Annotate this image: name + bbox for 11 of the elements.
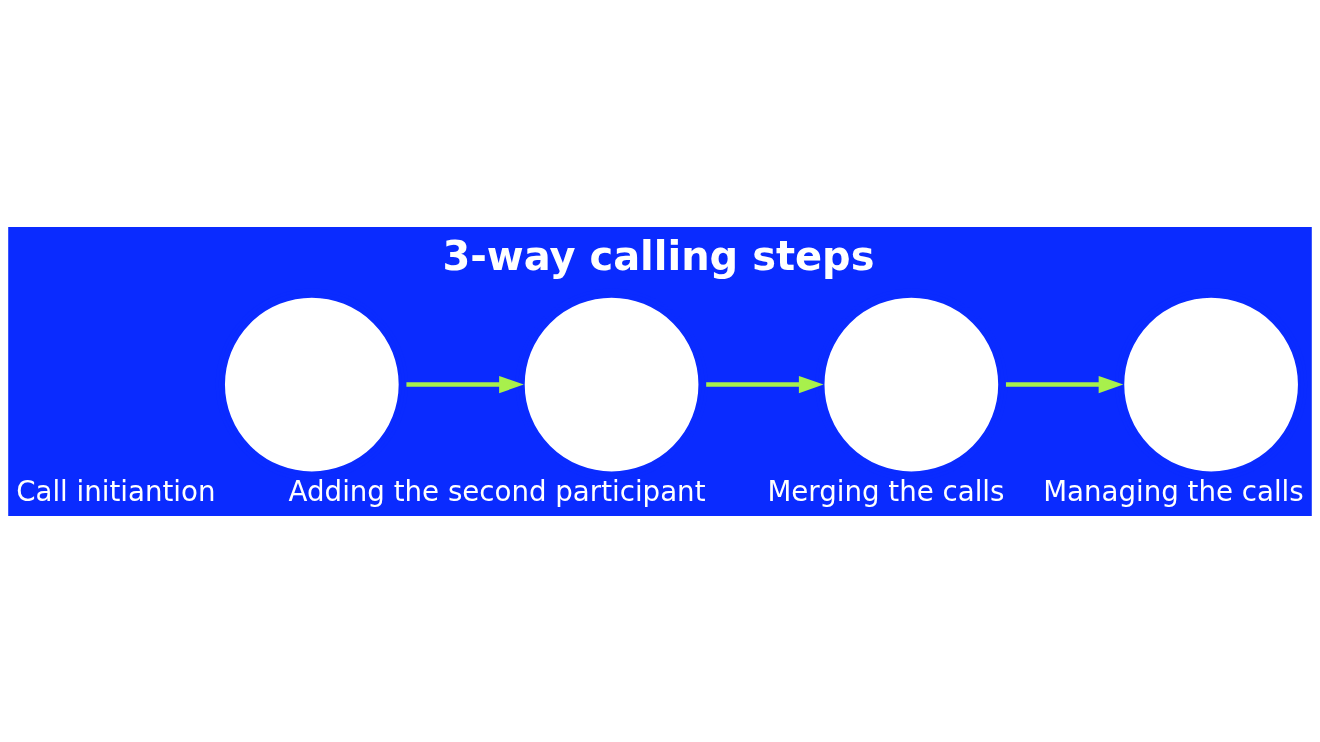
arrow bbox=[1005, 375, 1124, 393]
node-circle bbox=[221, 294, 402, 474]
node-circle bbox=[821, 294, 1002, 474]
arrow bbox=[406, 375, 524, 393]
node-circle bbox=[521, 294, 702, 474]
node-label: Merging the calls bbox=[767, 474, 1005, 508]
diagram-title: 3-way calling steps bbox=[442, 232, 875, 279]
node-label: Adding the second participant bbox=[288, 474, 706, 508]
node-label: Managing the calls bbox=[1043, 474, 1304, 508]
node-label: Call initiantion bbox=[16, 474, 216, 508]
arrow bbox=[706, 375, 824, 393]
